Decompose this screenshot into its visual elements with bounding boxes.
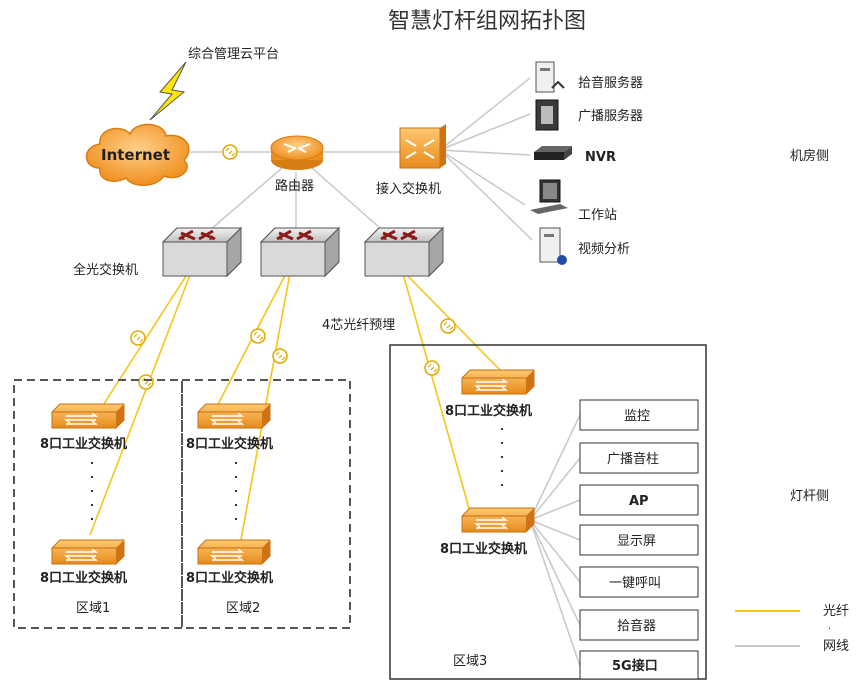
all-optical-switch-label: 全光交换机 — [73, 262, 138, 278]
lightning-icon — [149, 61, 187, 121]
access-switch-icon — [399, 124, 446, 169]
device-emergency-call: 一键呼叫 — [609, 576, 661, 591]
optical-switch-1-icon — [161, 226, 243, 278]
nvr-icon — [534, 146, 572, 160]
fiber-lines — [89, 261, 501, 546]
zone2-switch-bottom-icon — [197, 539, 271, 565]
internet-label: Internet — [101, 146, 170, 164]
zone1-switch-top-label: 8口工业交换机 — [40, 436, 127, 452]
legend-separator-dot: · — [828, 624, 831, 635]
device-broadcast-speaker: 广播音柱 — [607, 451, 659, 467]
zone-3-label: 区域3 — [453, 654, 487, 669]
workstation-icon — [530, 179, 568, 214]
device-monitor: 监控 — [624, 409, 650, 424]
server-label-2: 广播服务器 — [578, 108, 643, 124]
zone-1-label: 区域1 — [76, 601, 110, 616]
device-ap: AP — [629, 494, 649, 509]
zone-3-box — [389, 344, 707, 680]
server-label-5: 视频分析 — [578, 242, 630, 257]
device-display: 显示屏 — [617, 534, 656, 549]
zone-2-box — [181, 379, 351, 629]
machine-room-side-label: 机房侧 — [790, 148, 829, 164]
zone1-switch-bottom-icon — [51, 539, 125, 565]
device-boxes: 监控 广播音柱 AP 显示屏 一键呼叫 拾音器 5G接口 — [579, 399, 699, 680]
optical-switch-2-icon — [259, 226, 341, 278]
server-label-3: NVR — [585, 150, 616, 165]
audio-server-icon — [535, 61, 565, 93]
legend-fiber-label: 光纤 — [823, 604, 849, 619]
cloud-platform-label: 综合管理云平台 — [188, 47, 279, 62]
zone1-switch-bottom-label: 8口工业交换机 — [40, 570, 127, 586]
zone2-switch-top-icon — [197, 403, 271, 429]
zone2-switch-bottom-label: 8口工业交换机 — [186, 570, 273, 586]
server-label-4: 工作站 — [578, 208, 617, 223]
broadcast-server-icon — [535, 99, 559, 131]
zone-2-label: 区域2 — [226, 601, 260, 616]
pole-side-label: 灯杆侧 — [790, 489, 829, 504]
zone3-switch-top-icon — [461, 369, 535, 395]
zone3-switch-top-label: 8口工业交换机 — [445, 403, 532, 419]
internet-cloud-icon: Internet — [85, 123, 190, 186]
zone2-switch-top-label: 8口工业交换机 — [186, 436, 273, 452]
legend: 光纤 · 网线 — [735, 604, 849, 654]
router-icon — [270, 135, 324, 170]
zone3-switch-bottom-label: 8口工业交换机 — [440, 541, 527, 557]
device-audio-pickup: 拾音器 — [617, 618, 656, 634]
legend-network-label: 网线 — [823, 639, 849, 654]
device-5g-port: 5G接口 — [612, 658, 658, 674]
access-switch-label: 接入交换机 — [376, 181, 441, 197]
diagram-title: 智慧灯杆组网拓扑图 — [388, 9, 586, 34]
fiber-embed-label: 4芯光纤预埋 — [322, 318, 395, 333]
zone3-switch-bottom-icon — [461, 507, 535, 533]
video-analysis-icon — [539, 227, 567, 265]
zone1-switch-top-icon — [51, 403, 125, 429]
network-lines — [190, 77, 581, 667]
optical-switch-3-icon — [363, 226, 445, 278]
router-label: 路由器 — [275, 178, 314, 194]
server-label-1: 拾音服务器 — [578, 75, 643, 91]
